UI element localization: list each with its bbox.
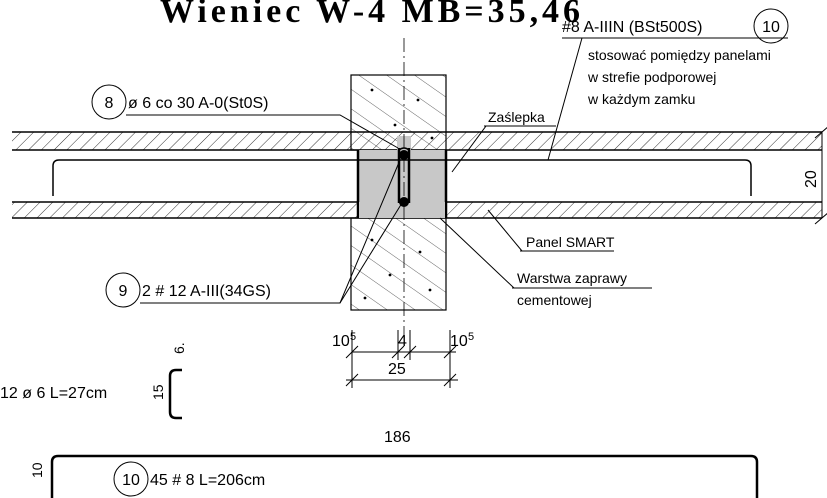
mortar-text-2: cementowej (517, 292, 592, 308)
joint-fill (356, 136, 448, 218)
note-line-2: w strefie podporowej (587, 69, 716, 85)
bar-10-text: 45 # 8 L=206cm (150, 472, 265, 489)
dim-middle: 4 (398, 333, 407, 350)
dim-left-sup: 5 (350, 331, 356, 343)
zaslepka-label: Zaślepka (451, 109, 556, 173)
dim-right-sup: 5 (468, 331, 474, 343)
bar-10-detail: 186 10 10 45 # 8 L=206cm (29, 429, 759, 498)
stirrup-hook: 6. (171, 342, 187, 354)
note-line-1: stosować pomiędzy panelami (588, 47, 771, 63)
bar-10-length: 186 (384, 429, 411, 446)
callout-8: 8 ø 6 co 30 A-0(St0S) (91, 84, 399, 149)
callout-9: 9 2 # 12 A-III(34GS) (105, 159, 403, 308)
drawing-title: Wieniec W-4 MB=35,46 (160, 0, 580, 30)
stirrup-detail: 12 ø 6 L=27cm 15 6. (0, 342, 187, 420)
bar-10-leg: 10 (29, 462, 45, 478)
note-line-3: w każdym zamku (587, 91, 695, 107)
mortar-label: Warstwa zaprawy cementowej (439, 217, 652, 308)
callout-9-text: 2 # 12 A-III(34GS) (142, 283, 271, 300)
dim-chain: 10 5 4 10 5 25 (332, 330, 474, 388)
dim-left-main: 10 (332, 333, 350, 350)
dim-slab-height-value: 20 (803, 170, 820, 188)
callout-8-text: ø 6 co 30 A-0(St0S) (128, 95, 269, 112)
stirrup-label: 12 ø 6 L=27cm (0, 385, 107, 402)
zaslepka-text: Zaślepka (488, 109, 545, 125)
callout-10: #8 A-IIIN (BSt500S) 10 stosować pomiędzy… (547, 8, 789, 161)
dim-total: 25 (388, 361, 406, 378)
wall-lower (350, 217, 447, 311)
stirrup-height: 15 (150, 384, 166, 400)
callout-10-number: 10 (762, 19, 780, 36)
callout-10-text: #8 A-IIIN (BSt500S) (562, 19, 703, 36)
callout-9-number: 9 (119, 283, 128, 300)
callout-8-number: 8 (105, 95, 114, 112)
bar-10-number: 10 (122, 472, 140, 489)
dim-right-main: 10 (450, 333, 468, 350)
mortar-text-1: Warstwa zaprawy (517, 270, 627, 286)
rebar-10-in-slab (52, 159, 752, 196)
panel-smart-label: Panel SMART (487, 209, 615, 252)
panel-smart-text: Panel SMART (526, 234, 615, 250)
